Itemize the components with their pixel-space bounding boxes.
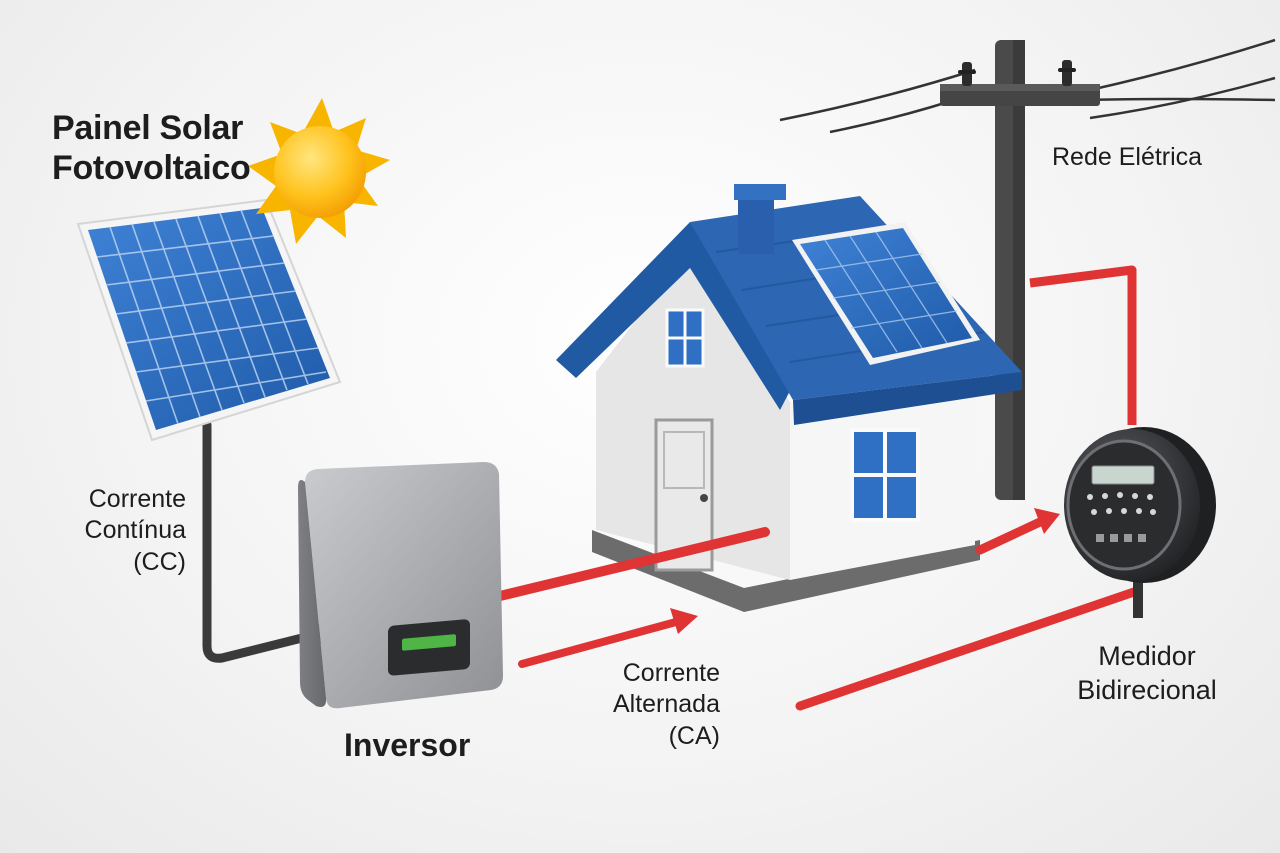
grid-label: Rede Elétrica — [1052, 142, 1202, 172]
meter-label-line-2: Bidirecional — [1077, 674, 1217, 705]
meter-label-line-1: Medidor — [1098, 641, 1196, 671]
ac-current-arrow — [518, 608, 698, 668]
inverter-icon — [298, 462, 503, 709]
dc-current-label: Corrente Contínua (CC) — [40, 484, 186, 578]
ac-current-label-line-1: Corrente — [622, 659, 720, 687]
solar-panel-label-line-2: Fotovoltaico — [52, 149, 251, 188]
bidirectional-meter-icon — [1064, 427, 1216, 583]
grid-label-text: Rede Elétrica — [1052, 143, 1203, 171]
inverter-label-text: Inversor — [344, 727, 471, 763]
dc-current-label-line-3: (CC) — [133, 547, 186, 576]
meter-stem — [1133, 578, 1143, 618]
solar-panel-label-line-1: Painel Solar — [52, 109, 244, 147]
meter-label: Medidor Bidirecional — [1052, 640, 1242, 708]
sun-icon — [248, 98, 390, 244]
inverter-to-house-line — [495, 527, 770, 601]
dc-current-label-line-2: Contínua — [84, 516, 186, 545]
house-icon — [556, 184, 1022, 612]
solar-panel-icon — [76, 198, 342, 442]
grid-to-meter-line — [1029, 265, 1137, 425]
dc-current-label-line-1: Corrente — [88, 485, 186, 513]
ac-current-label: Corrente Alternada (CA) — [566, 658, 720, 752]
dc-cable — [202, 420, 323, 663]
ac-current-label-line-3: (CA) — [668, 721, 720, 750]
inverter-label: Inversor — [344, 726, 470, 764]
solar-panel-label: Painel Solar Fotovoltaico — [52, 108, 251, 188]
house-to-meter-arrow — [975, 508, 1060, 555]
meter-to-grid-line — [795, 587, 1139, 711]
ac-current-label-line-2: Alternada — [612, 690, 720, 719]
